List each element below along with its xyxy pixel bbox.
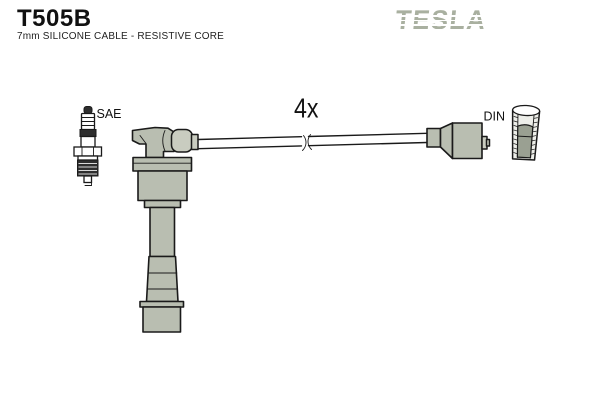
logo-stripe (392, 28, 502, 31)
cup-hatch-left (513, 116, 518, 154)
boot-base (142, 306, 182, 333)
taper-steps (146, 272, 178, 290)
spark-plug-band (79, 129, 97, 137)
boot-taper (145, 255, 179, 303)
ignition-cable-illustration (197, 132, 428, 151)
cable-right-segment (307, 132, 428, 147)
boot-flange (139, 300, 185, 308)
insulator-ribs (81, 117, 95, 126)
distributor-boot-illustration (426, 122, 491, 160)
part-number: T505B (17, 5, 92, 32)
tesla-logo: TESLA (392, 5, 502, 36)
quantity-label: 4x (294, 93, 319, 124)
spark-plug-terminal-nut (83, 106, 93, 114)
spark-plug-tip (83, 175, 93, 184)
din-boot-sleeve (426, 127, 442, 148)
boot-body (137, 170, 188, 202)
din-label: DIN (484, 110, 506, 124)
elbow-notch (139, 135, 147, 144)
logo-stripe (392, 19, 502, 22)
insert-seam (517, 135, 533, 138)
din-boot-taper (439, 122, 454, 160)
boot-elbow (131, 126, 175, 159)
boot-neck (143, 199, 182, 209)
spark-plug-hex (73, 146, 103, 157)
spark-plug-shoulder (77, 155, 99, 161)
din-terminal-nub (485, 138, 491, 147)
hex-facets (81, 146, 94, 157)
terminal-cup-illustration (511, 104, 541, 161)
spark-plug-illustration (73, 106, 103, 186)
boot-tube (149, 206, 176, 258)
cup-rim (511, 104, 541, 117)
logo-stripe (392, 15, 502, 17)
cup-hatch-right (530, 117, 538, 155)
cable-break-mark (302, 135, 307, 151)
sae-label: SAE (97, 107, 122, 121)
plug-boot-illustration (131, 126, 199, 333)
elbow-seam (162, 130, 166, 152)
thread-lines (78, 162, 97, 175)
cable-entry-cap (170, 128, 194, 153)
spark-plug-insulator-lower (80, 135, 96, 148)
ground-electrode (84, 182, 92, 186)
boot-collar (132, 156, 193, 172)
cable-left-segment (197, 136, 303, 150)
logo-stripe (392, 24, 502, 26)
cable-entry-nib (190, 133, 199, 151)
cup-terminal-insert (516, 124, 534, 159)
din-boot-body (451, 122, 483, 160)
part-subtitle: 7mm SILICONE CABLE - RESISTIVE CORE (17, 31, 225, 42)
cable-break-mark (307, 134, 312, 150)
